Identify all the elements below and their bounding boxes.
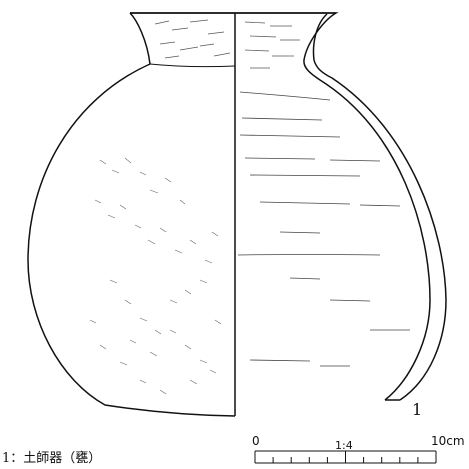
neck-base-line: [149, 63, 236, 68]
body-striations: [237, 91, 410, 367]
scale-end-label: 10cm: [431, 434, 465, 448]
vessel-section-inner: [312, 13, 447, 401]
body-hatching: [89, 157, 222, 395]
figure-number: 1: [412, 400, 423, 419]
scale-start-label: 0: [252, 434, 260, 448]
figure-caption: 1：土師器（甕）: [2, 451, 102, 466]
scale-bar: [254, 450, 437, 464]
scale-ratio-label: 1:4: [335, 439, 353, 452]
vessel-outline: [27, 12, 431, 417]
neck-hatching: [154, 19, 300, 69]
